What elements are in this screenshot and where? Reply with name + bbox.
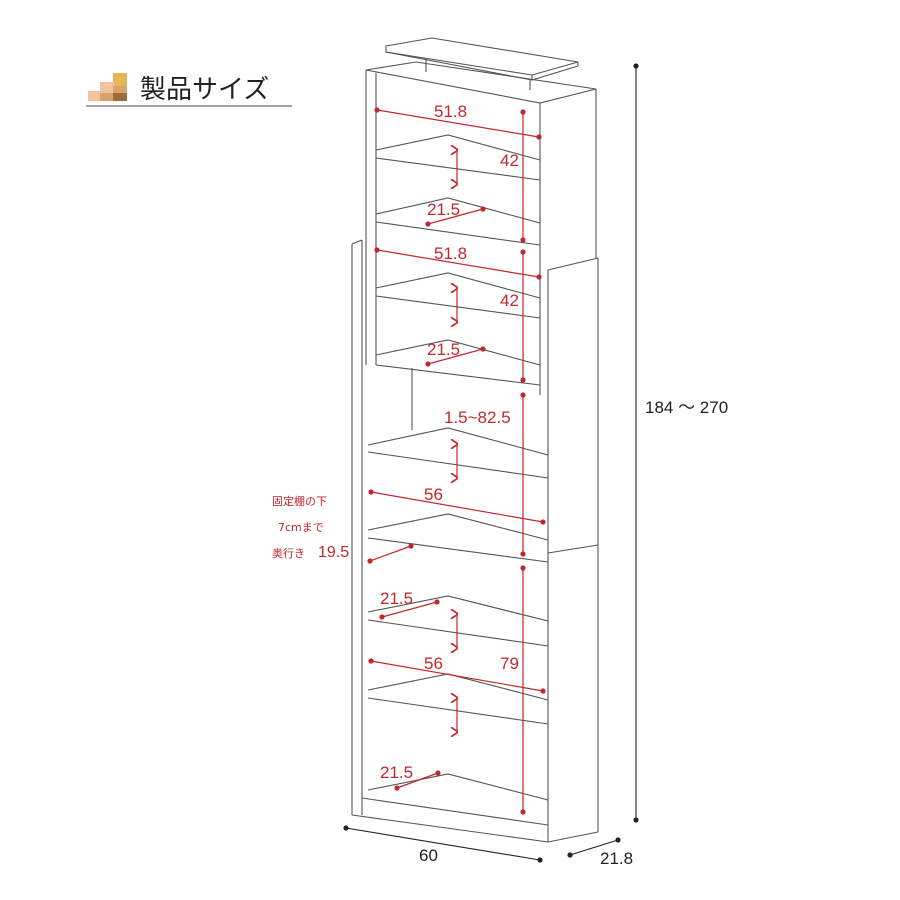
inner-height-upper-1-label: 42 (500, 151, 519, 170)
note-line-1: 固定棚の下 (272, 494, 327, 508)
inner-width-lower-1-label: 56 (424, 485, 443, 504)
depth-lower-1-label: 21.5 (380, 589, 413, 608)
overall-dimension-lines (343, 63, 639, 863)
page-title: 製品サイズ (140, 75, 269, 105)
note-line-3: 奥行き (272, 546, 305, 560)
total-height-label: 184 ～ 270 (645, 398, 728, 417)
depth-upper-2-label: 21.5 (427, 340, 460, 359)
depth-upper-1-label: 21.5 (427, 200, 460, 219)
note-depth-label: 19.5 (318, 544, 349, 561)
total-width-label: 60 (419, 846, 438, 865)
bookshelf-outline (351, 37, 599, 843)
inner-width-upper-1-label: 51.8 (434, 102, 467, 121)
total-depth-label: 21.8 (600, 849, 633, 868)
inner-width-upper-2-label: 51.8 (434, 244, 467, 263)
inner-height-upper-2-label: 42 (500, 291, 519, 310)
adjustable-height-label: 1.5~82.5 (444, 408, 511, 427)
inner-width-lower-2-label: 56 (424, 654, 443, 673)
inner-height-lower-label: 79 (500, 654, 519, 673)
dimension-lines (367, 107, 546, 815)
title-icon (88, 73, 127, 101)
note-line-2: 7cmまで (278, 521, 324, 534)
depth-lower-2-label: 21.5 (380, 763, 413, 782)
